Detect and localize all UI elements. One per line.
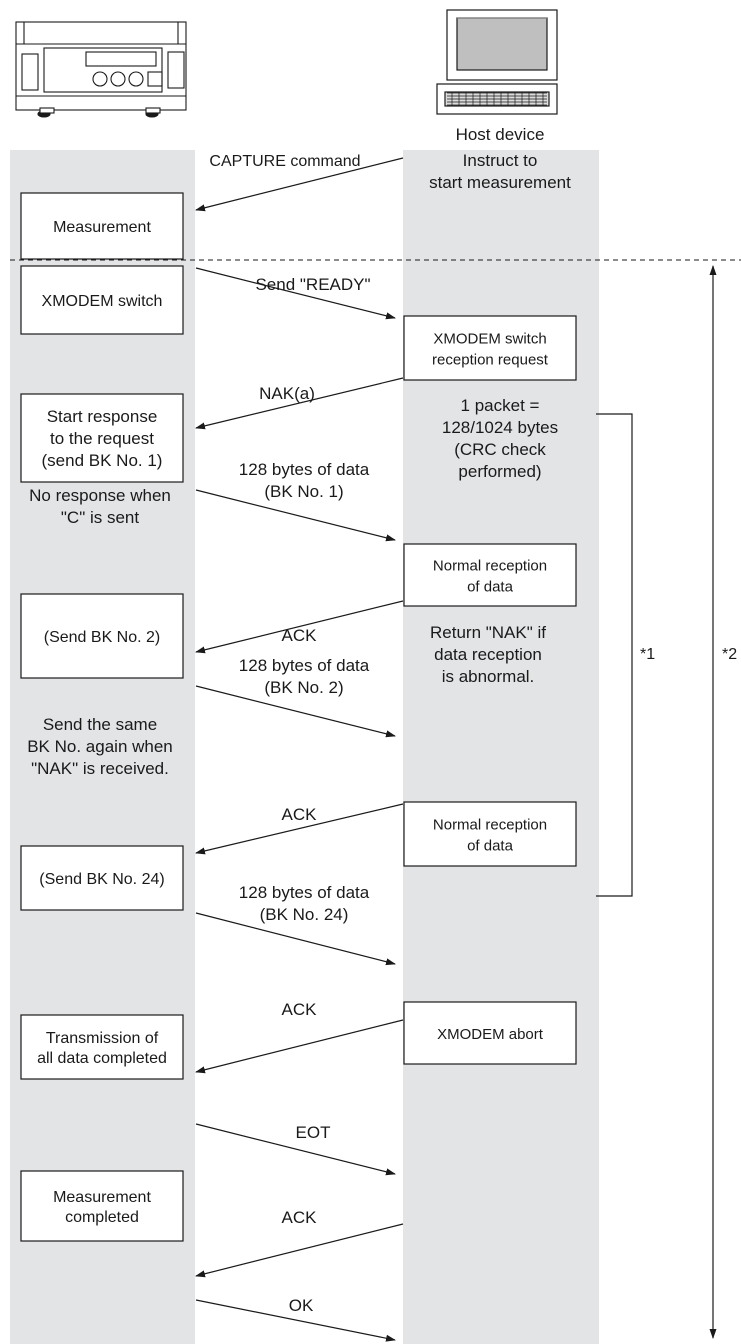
host-step-box [403,1001,577,1065]
plc-device-icon [15,21,187,118]
message-arrow [195,157,404,212]
message-label: 128 bytes of data(BK No. 1) [239,460,370,501]
message-arrow [195,685,396,738]
message-arrow [195,600,404,654]
message-arrow [195,377,404,430]
device-step-box [20,192,184,260]
bracket-1-label: *1 [640,646,655,663]
device-step-box [20,1014,184,1080]
message-arrow [195,1223,404,1278]
host-step-box [403,543,577,607]
host-computer-icon [436,9,558,115]
device-step-box [20,265,184,335]
packet-loop-bracket [596,413,633,897]
span-2-label: *2 [722,646,737,663]
message-label: OK [289,1296,314,1315]
message-arrow [195,1299,396,1342]
device-step-box [20,1170,184,1242]
message-arrow [195,1019,404,1074]
message-arrow [195,912,396,966]
message-label: EOT [296,1123,331,1142]
message-label: 128 bytes of data(BK No. 24) [239,883,370,924]
device-step-box [20,593,184,679]
message-label: ACK [282,626,318,645]
annotation-note: No response when"C" is sent [29,486,171,527]
device-step-label: (Send BK No. 24) [39,871,164,888]
message-label: 128 bytes of data(BK No. 2) [239,656,370,697]
message-label: ACK [282,1208,318,1227]
message-label: Send "READY" [255,275,370,294]
device-step-box [20,393,184,483]
message-arrow [195,803,404,855]
message-arrow [195,1123,396,1176]
message-label: NAK(a) [259,384,315,403]
message-label: ACK [282,805,318,824]
host-step-box [403,801,577,867]
message-label: ACK [282,1000,318,1019]
device-step-label: XMODEM switch [42,293,163,310]
host-step-label: XMODEM abort [437,1026,544,1043]
device-step-label: Measurement [53,219,151,236]
device-step-label: (Send BK No. 2) [44,629,161,646]
host-step-box [403,315,577,381]
message-arrow [195,267,396,320]
device-lane [10,150,195,1344]
host-device-label: Host device [456,125,545,144]
message-label: CAPTURE command [209,153,360,170]
device-step-box [20,845,184,911]
message-arrow [195,489,396,542]
